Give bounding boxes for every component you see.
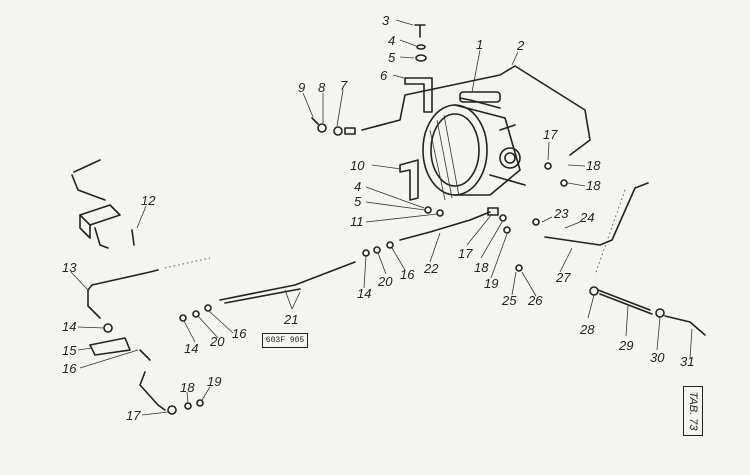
callout-12: 12 <box>141 193 156 208</box>
table-reference-label: TAB. 73 <box>687 391 699 431</box>
brake-servo-unit <box>422 91 526 201</box>
callout-16a: 16 <box>400 267 415 282</box>
callout-20b: 20 <box>209 334 225 349</box>
callout-4: 4 <box>388 33 395 48</box>
callout-22: 22 <box>423 261 439 276</box>
callout-18d: 18 <box>180 380 195 395</box>
callout-17b: 17 <box>458 246 473 261</box>
callout-11: 11 <box>350 214 364 229</box>
callout-2: 2 <box>516 38 525 53</box>
bracket-6 <box>404 24 433 113</box>
callout-30: 30 <box>650 350 665 365</box>
callout-10: 10 <box>350 158 365 173</box>
callout-15: 15 <box>62 343 77 358</box>
bracket-10 <box>399 159 419 201</box>
callout-24: 24 <box>579 210 594 225</box>
callout-23: 23 <box>553 206 569 221</box>
callout-14a: 14 <box>357 286 371 301</box>
callout-14c: 14 <box>62 319 76 334</box>
callout-16c: 16 <box>62 361 77 376</box>
table-reference: TAB. 73 <box>683 386 703 436</box>
pipe-13 <box>87 269 159 319</box>
pressure-switch <box>71 159 121 249</box>
callout-19b: 19 <box>207 374 221 389</box>
fittings-7-9 <box>311 117 356 136</box>
pipe-21b <box>224 288 301 304</box>
callout-17a: 17 <box>543 127 558 142</box>
callout-9: 9 <box>298 80 305 95</box>
hose-29 <box>597 289 651 311</box>
callout-1: 1 <box>476 37 483 52</box>
callout-18a: 18 <box>586 158 601 173</box>
callout-13: 13 <box>62 260 77 275</box>
callout-4b: 4 <box>354 179 361 194</box>
callout-8: 8 <box>318 80 326 95</box>
leader-lines <box>70 19 693 416</box>
callout-3: 3 <box>382 13 390 28</box>
callout-31: 31 <box>680 354 694 369</box>
drawing-code: 603F 905 <box>262 333 308 348</box>
callout-5b: 5 <box>354 194 362 209</box>
callout-25: 25 <box>501 293 517 308</box>
pipe-27 <box>544 182 649 246</box>
callout-6: 6 <box>380 68 388 83</box>
callout-19a: 19 <box>484 276 498 291</box>
pipe-2 <box>361 65 591 156</box>
pipe-31 <box>664 315 706 336</box>
callout-28: 28 <box>579 322 595 337</box>
callout-14b: 14 <box>184 341 198 356</box>
callout-18b: 18 <box>586 178 601 193</box>
callout-18c: 18 <box>474 260 489 275</box>
callout-21: 21 <box>283 312 298 327</box>
hose-29b <box>599 293 653 315</box>
callout-27: 27 <box>555 270 571 285</box>
callout-17c: 17 <box>126 408 141 423</box>
callout-16b: 16 <box>232 326 247 341</box>
callout-7: 7 <box>340 78 348 93</box>
callout-5: 5 <box>388 50 396 65</box>
callout-labels: 1 2 3 4 5 6 9 8 7 10 4 5 11 17 18 18 12 … <box>62 13 694 423</box>
pipe-21 <box>219 261 356 301</box>
callout-29: 29 <box>618 338 633 353</box>
callout-20a: 20 <box>377 274 393 289</box>
bracket-15 <box>89 337 131 356</box>
callout-26: 26 <box>527 293 543 308</box>
hose-22 <box>399 211 491 241</box>
